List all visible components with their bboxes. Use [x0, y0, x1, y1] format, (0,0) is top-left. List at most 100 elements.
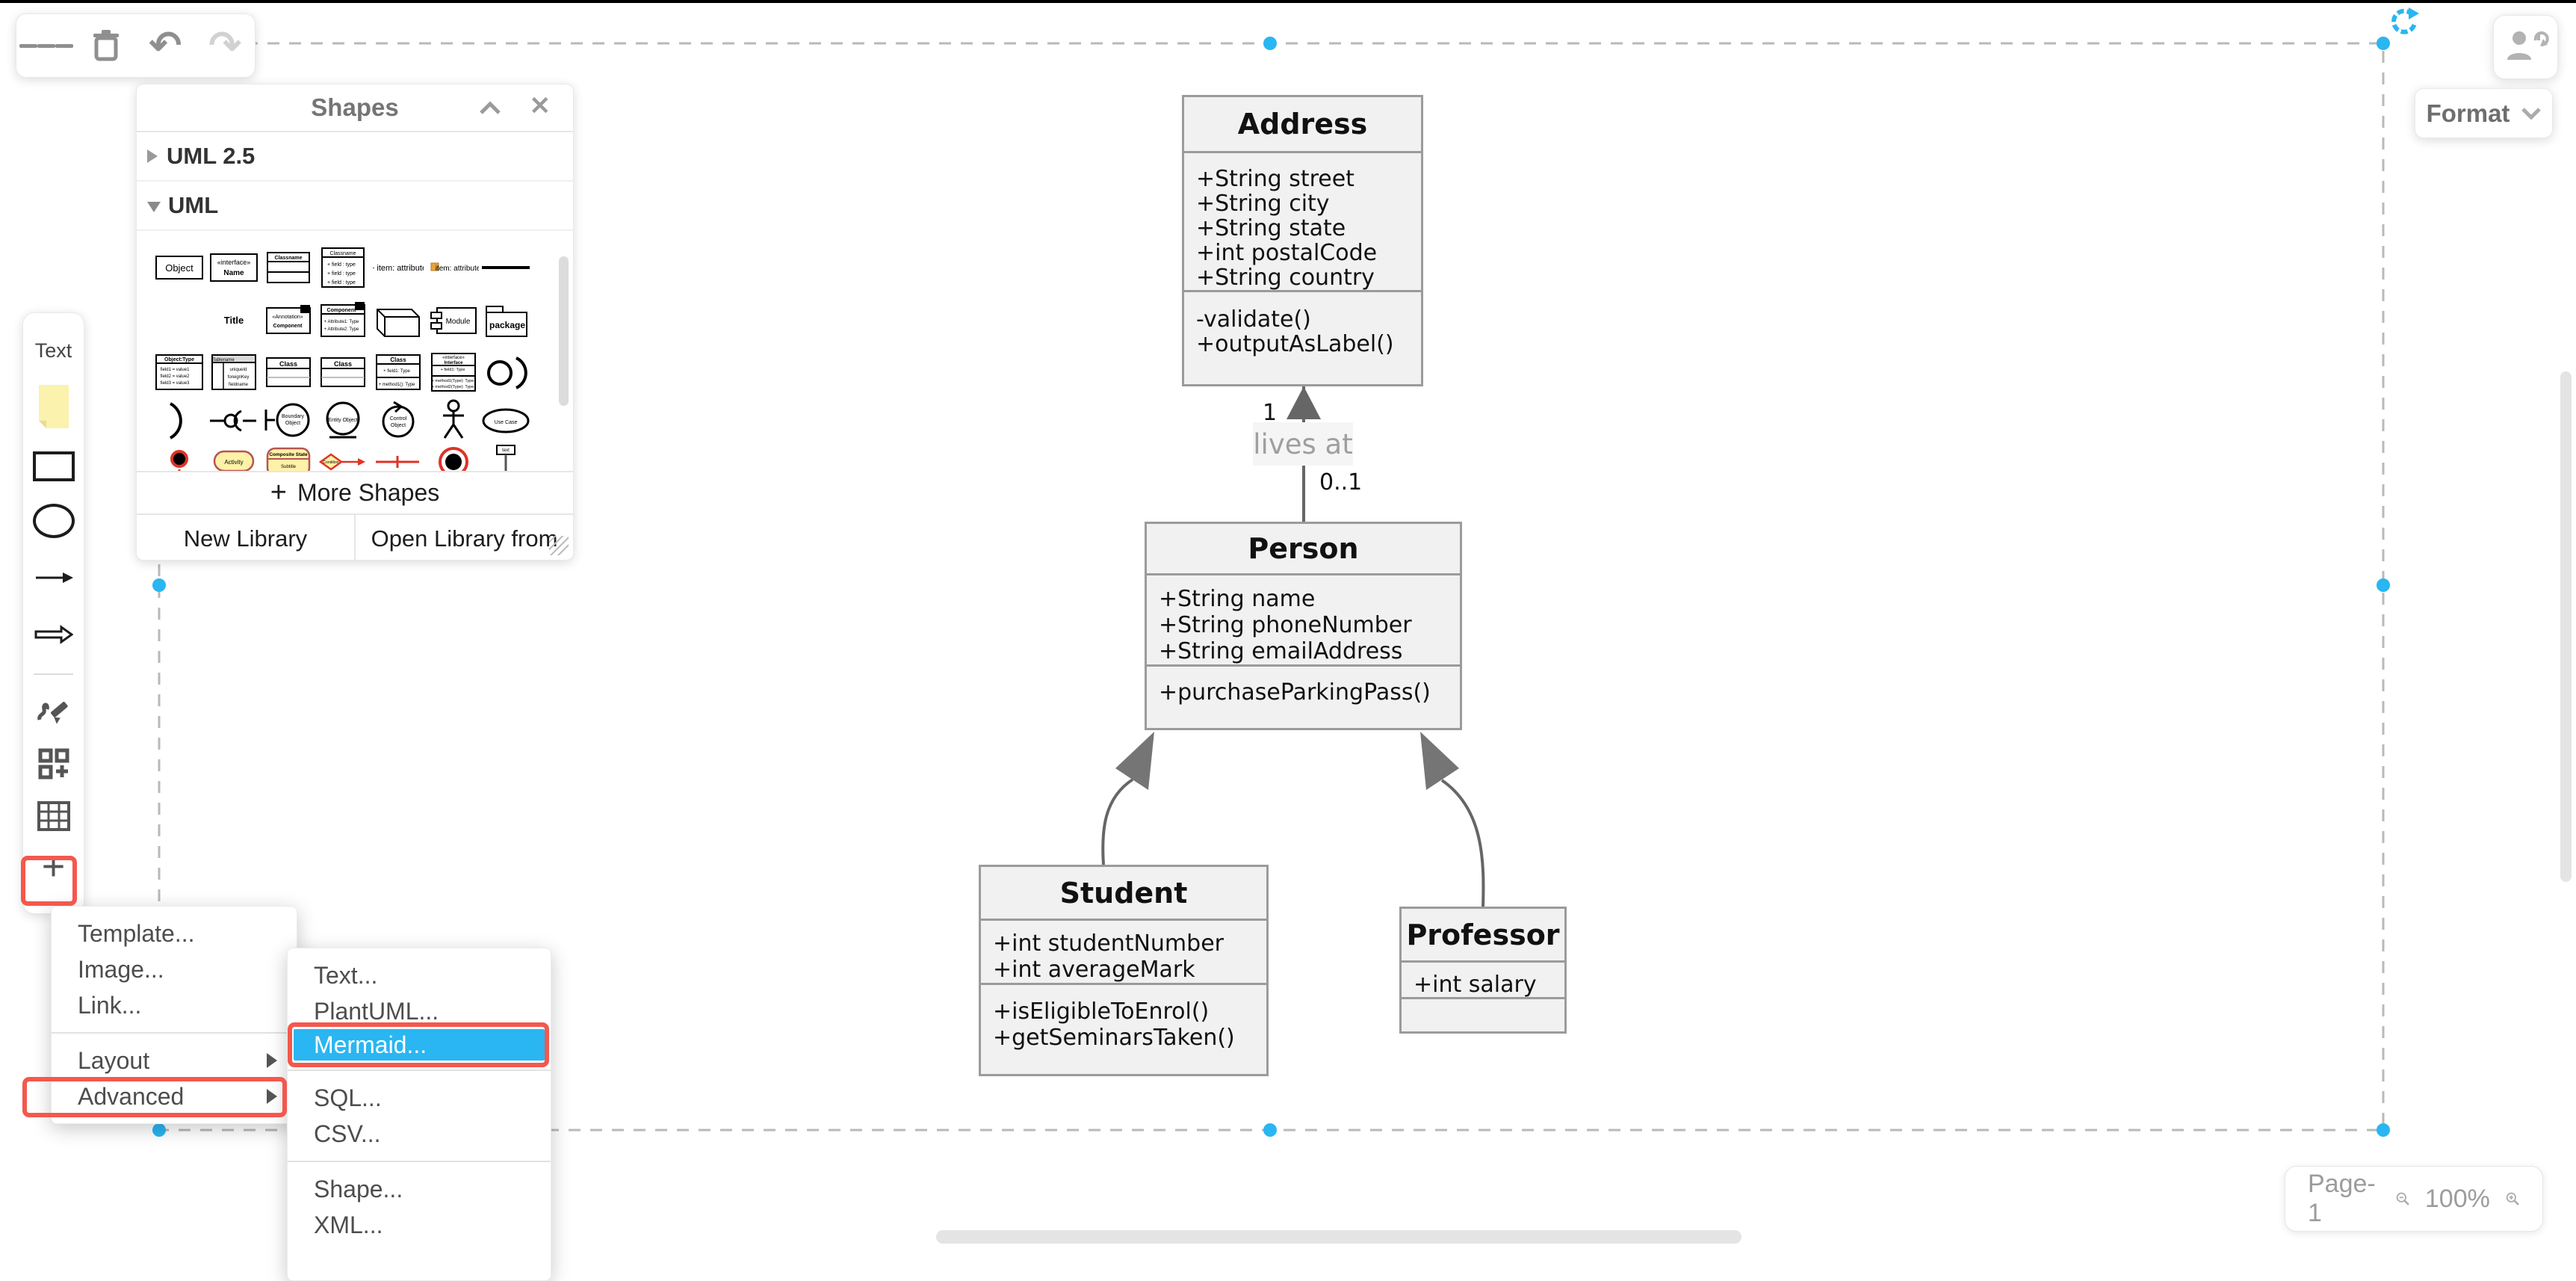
menu-item-template[interactable]: Template...: [52, 916, 297, 951]
object-shape[interactable]: Object: [154, 247, 205, 288]
selection-handle[interactable]: [152, 1123, 166, 1137]
panel-scrollbar[interactable]: [559, 256, 569, 406]
svg-text:«Annotation»: «Annotation»: [272, 315, 303, 320]
class-attributes: +String street+String city+String state+…: [1184, 153, 1421, 290]
menu-item-label: XML...: [314, 1211, 383, 1238]
submenu-item-text[interactable]: Text...: [288, 957, 551, 993]
sketch-button[interactable]: [2493, 15, 2558, 79]
title-shape[interactable]: Title: [208, 299, 259, 341]
selection-handle[interactable]: [1263, 1123, 1277, 1137]
arrow-tool[interactable]: [23, 549, 84, 606]
edge-professor-person[interactable]: [1440, 779, 1485, 907]
module-shape[interactable]: Module: [428, 299, 479, 341]
submenu-item-csv[interactable]: CSV...: [288, 1116, 551, 1152]
ellipse-tool[interactable]: [23, 493, 84, 549]
initial-node-shape[interactable]: [154, 441, 205, 471]
note-tool[interactable]: [23, 373, 84, 440]
interface-shape[interactable]: «interface»Name: [208, 247, 259, 288]
selection-handle[interactable]: [2377, 578, 2390, 592]
block-arrow-tool[interactable]: [23, 606, 84, 663]
insert-plus-button[interactable]: +: [41, 844, 66, 889]
class-member: +String city: [1196, 190, 1330, 217]
svg-text:+ Attribute2: Type: + Attribute2: Type: [324, 327, 359, 332]
svg-text:+ Attribute1: Type: + Attribute1: Type: [324, 320, 359, 324]
redo-icon[interactable]: ↷: [208, 24, 241, 67]
freehand-tool[interactable]: [23, 685, 84, 738]
use-case-shape[interactable]: Use Case: [480, 399, 531, 441]
uml-class-address[interactable]: Address+String street+String city+String…: [1182, 95, 1423, 386]
actor-shape[interactable]: [428, 399, 479, 441]
association-label[interactable]: lives at: [1253, 422, 1353, 466]
undo-icon[interactable]: ↶: [149, 24, 182, 67]
rectangle-tool[interactable]: [23, 440, 84, 493]
submenu-arrow-icon: [267, 1053, 277, 1068]
lollipop-shape[interactable]: [208, 399, 259, 441]
edge-student-person[interactable]: [1101, 778, 1134, 865]
selection-handle[interactable]: [2377, 1123, 2390, 1137]
item-attribute-shape[interactable]: + item: attribute: [373, 247, 424, 288]
menu-item-advanced[interactable]: Advanced: [52, 1078, 297, 1114]
provided-required-shape[interactable]: [480, 351, 531, 392]
component-badge-shape[interactable]: «Annotation»Component: [263, 299, 314, 341]
menu-item-image[interactable]: Image...: [52, 951, 297, 987]
uml-class-professor[interactable]: Professor+int salary: [1399, 907, 1567, 1034]
component-shape[interactable]: Component+ Attribute1: Type+ Attribute2:…: [318, 299, 368, 341]
shapes-tool[interactable]: [23, 738, 84, 790]
menu-icon[interactable]: [19, 19, 73, 72]
format-button[interactable]: Format: [2415, 88, 2553, 138]
activity-shape[interactable]: Activity: [208, 441, 259, 471]
menu-item-layout[interactable]: Layout: [52, 1043, 297, 1078]
interface-methods-shape[interactable]: «interface»Interface+ field1: Type+ meth…: [428, 351, 479, 392]
class-2-shape[interactable]: Classname: [263, 247, 314, 288]
class-field-method-shape[interactable]: Class+ field1: Type+ method1(): Type: [373, 351, 424, 392]
uml-class-person[interactable]: Person+String name+String phoneNumber+St…: [1145, 522, 1462, 730]
menu-item-link[interactable]: Link...: [52, 987, 297, 1023]
uml-class-student[interactable]: Student+int studentNumber+int averageMar…: [979, 865, 1269, 1076]
arc-shape[interactable]: [154, 399, 205, 441]
horizontal-scrollbar[interactable]: [936, 1230, 1741, 1244]
zoom-out-icon[interactable]: [2395, 1182, 2410, 1216]
signal-shape[interactable]: text: [480, 441, 531, 471]
final-node-shape[interactable]: [428, 441, 479, 471]
open-library-button[interactable]: Open Library from: [371, 525, 558, 552]
svg-text:field2 = value2: field2 = value2: [161, 374, 191, 379]
text-tool[interactable]: Text: [34, 339, 72, 362]
submenu-item-xml[interactable]: XML...: [288, 1207, 551, 1243]
submenu-item-mermaid[interactable]: Mermaid...: [294, 1029, 545, 1061]
class-simple-shape[interactable]: Class: [263, 351, 314, 392]
zoom-in-icon[interactable]: [2505, 1182, 2520, 1216]
condition-shape[interactable]: Condition: [318, 441, 368, 471]
selection-handle[interactable]: [1263, 37, 1277, 50]
class-simple-shape-2[interactable]: Class: [318, 351, 368, 392]
entity-object-shape[interactable]: Entity Object: [318, 399, 368, 441]
trash-icon[interactable]: [79, 19, 133, 72]
package-shape[interactable]: package: [480, 299, 531, 341]
line-shape[interactable]: [480, 247, 531, 288]
submenu-item-shape[interactable]: Shape...: [288, 1171, 551, 1207]
collapse-icon[interactable]: [479, 101, 501, 116]
vertical-scrollbar[interactable]: [2560, 371, 2572, 882]
cube-shape[interactable]: [373, 299, 424, 341]
page-name[interactable]: Page-1: [2308, 1170, 2376, 1227]
resize-grip[interactable]: [549, 536, 569, 555]
close-icon[interactable]: ✕: [529, 92, 551, 120]
selection-handle[interactable]: [152, 578, 166, 592]
table-tool[interactable]: [23, 790, 84, 842]
rotate-handle-icon[interactable]: [2388, 6, 2421, 39]
section-uml25[interactable]: UML 2.5: [137, 132, 573, 182]
flow-edge-shape[interactable]: [373, 441, 424, 471]
selection-handle[interactable]: [2377, 37, 2390, 50]
section-uml[interactable]: UML: [137, 182, 573, 231]
item-attribute-icon-shape[interactable]: item: attribute: [428, 247, 479, 288]
class-fields-shape[interactable]: Classname+ field : type+ field : type+ f…: [318, 247, 368, 288]
submenu-item-sql[interactable]: SQL...: [288, 1080, 551, 1116]
class-member: +String street: [1196, 165, 1354, 192]
more-shapes-button[interactable]: + More Shapes: [137, 472, 573, 515]
new-library-button[interactable]: New Library: [137, 515, 356, 563]
submenu-item-plantuml[interactable]: PlantUML...: [288, 993, 551, 1029]
